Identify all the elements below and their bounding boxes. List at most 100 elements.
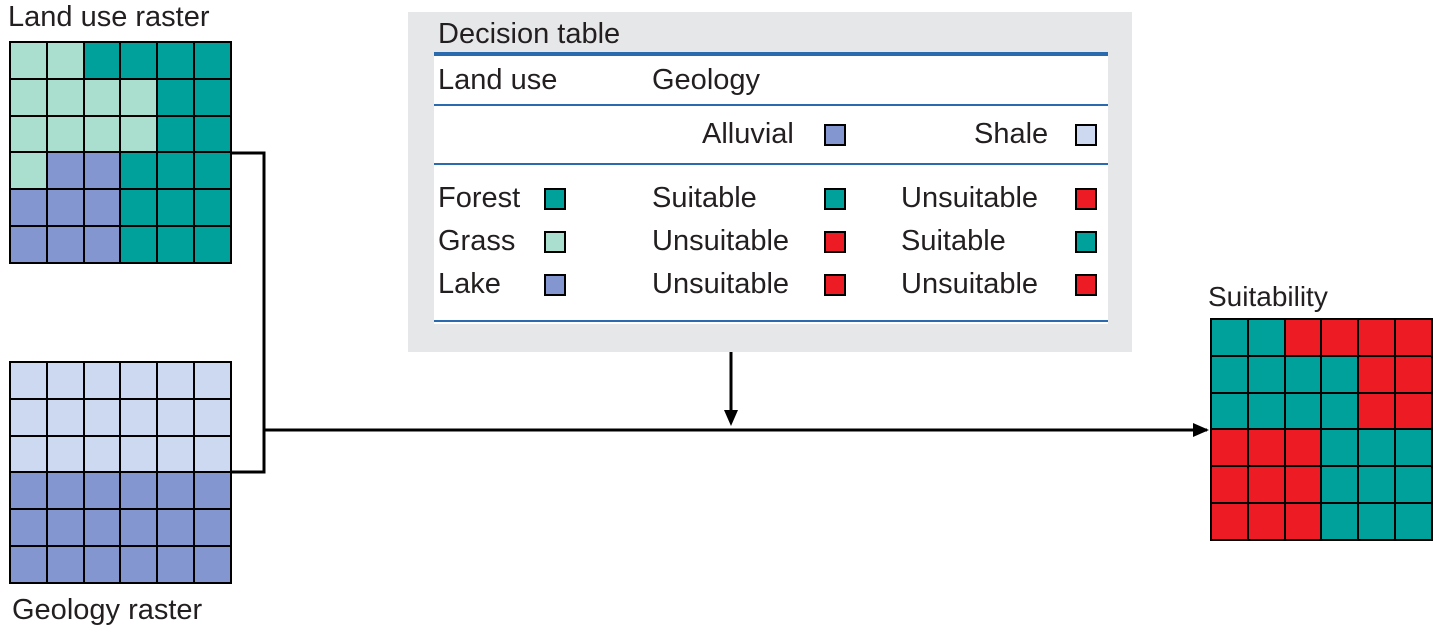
geology-alluvial-label: Alluvial xyxy=(702,118,794,150)
geology-cell xyxy=(195,473,230,509)
suitability-cell xyxy=(1322,430,1358,466)
land-use-cell xyxy=(195,190,230,226)
geology-cell xyxy=(158,399,194,435)
land-use-cell xyxy=(11,79,46,115)
geology-cell xyxy=(84,510,120,546)
land-use-cell xyxy=(121,79,157,115)
suitability-cell xyxy=(1322,356,1358,392)
geology-cell xyxy=(121,363,157,398)
column-header-land-use: Land use xyxy=(438,64,558,96)
geology-cell xyxy=(121,436,157,472)
geology-cell xyxy=(84,547,120,582)
geology-cell xyxy=(158,363,194,398)
row-land-use-swatch xyxy=(544,274,566,296)
alluvial-swatch xyxy=(824,124,846,146)
land-use-cell xyxy=(84,43,120,78)
decision-table: Land use Geology Alluvial Shale Forest S… xyxy=(434,52,1108,324)
suitability-cell xyxy=(1359,504,1395,539)
suitability-cell xyxy=(1285,356,1321,392)
land-use-cell xyxy=(84,116,120,152)
suitability-cell xyxy=(1322,504,1358,539)
land-use-cell xyxy=(121,153,157,189)
row-shale-result: Suitable xyxy=(901,225,1006,257)
table-header-rule-2 xyxy=(434,163,1108,165)
suitability-cell xyxy=(1248,356,1284,392)
row-alluvial-swatch xyxy=(824,231,846,253)
land-use-cell xyxy=(195,153,230,189)
land-use-cell xyxy=(195,116,230,152)
land-use-cell xyxy=(158,43,194,78)
land-use-cell xyxy=(11,227,46,262)
suitability-cell xyxy=(1285,467,1321,503)
geology-cell xyxy=(84,436,120,472)
suitability-cell xyxy=(1322,467,1358,503)
row-alluvial-result: Unsuitable xyxy=(652,225,790,257)
suitability-cell xyxy=(1359,430,1395,466)
row-land-use-label: Lake xyxy=(438,268,501,300)
land-use-cell xyxy=(158,227,194,262)
geology-raster-label: Geology raster xyxy=(12,594,203,626)
geology-cell xyxy=(195,510,230,546)
row-shale-swatch xyxy=(1075,274,1097,296)
land-use-cell xyxy=(47,153,83,189)
suitability-cell xyxy=(1212,320,1247,355)
geology-cell xyxy=(47,547,83,582)
suitability-cell xyxy=(1212,393,1247,429)
geology-cell xyxy=(11,473,46,509)
land-use-cell xyxy=(11,116,46,152)
land-use-cell xyxy=(121,227,157,262)
land-use-cell xyxy=(11,190,46,226)
land-use-cell xyxy=(121,43,157,78)
land-use-cell xyxy=(195,43,230,78)
geology-cell xyxy=(121,399,157,435)
land-use-cell xyxy=(195,79,230,115)
land-use-cell xyxy=(11,153,46,189)
land-use-cell xyxy=(158,79,194,115)
land-use-cell xyxy=(47,227,83,262)
land-use-cell xyxy=(84,79,120,115)
suitability-cell xyxy=(1322,393,1358,429)
suitability-cell xyxy=(1248,393,1284,429)
geology-cell xyxy=(158,436,194,472)
suitability-cell xyxy=(1396,320,1431,355)
land-use-raster xyxy=(9,41,232,264)
land-use-cell xyxy=(121,190,157,226)
row-land-use-swatch xyxy=(544,188,566,210)
column-header-geology: Geology xyxy=(652,64,761,96)
suitability-cell xyxy=(1285,504,1321,539)
geology-cell xyxy=(47,399,83,435)
main-arrowhead xyxy=(1193,423,1209,437)
suitability-cell xyxy=(1396,393,1431,429)
land-use-cell xyxy=(11,43,46,78)
table-header-rule-1 xyxy=(434,104,1108,106)
suitability-cell xyxy=(1359,393,1395,429)
geology-cell xyxy=(195,399,230,435)
land-use-cell xyxy=(195,227,230,262)
geology-cell xyxy=(84,363,120,398)
row-shale-result: Unsuitable xyxy=(901,182,1039,214)
geology-cell xyxy=(158,473,194,509)
geology-cell xyxy=(47,510,83,546)
suitability-cell xyxy=(1212,504,1247,539)
suitability-cell xyxy=(1322,320,1358,355)
decision-arrowhead xyxy=(724,410,738,426)
suitability-label: Suitability xyxy=(1208,281,1328,312)
suitability-cell xyxy=(1285,393,1321,429)
row-land-use-label: Forest xyxy=(438,182,521,214)
suitability-cell xyxy=(1396,467,1431,503)
geology-cell xyxy=(47,363,83,398)
land-use-cell xyxy=(158,190,194,226)
geology-cell xyxy=(121,510,157,546)
suitability-cell xyxy=(1285,430,1321,466)
geology-cell xyxy=(84,473,120,509)
row-shale-swatch xyxy=(1075,188,1097,210)
suitability-cell xyxy=(1212,430,1247,466)
suitability-cell xyxy=(1212,467,1247,503)
geology-cell xyxy=(11,436,46,472)
geology-cell xyxy=(11,547,46,582)
suitability-cell xyxy=(1396,356,1431,392)
input-connector xyxy=(232,151,266,474)
land-use-cell xyxy=(158,116,194,152)
geology-shale-label: Shale xyxy=(974,118,1049,150)
row-shale-swatch xyxy=(1075,231,1097,253)
